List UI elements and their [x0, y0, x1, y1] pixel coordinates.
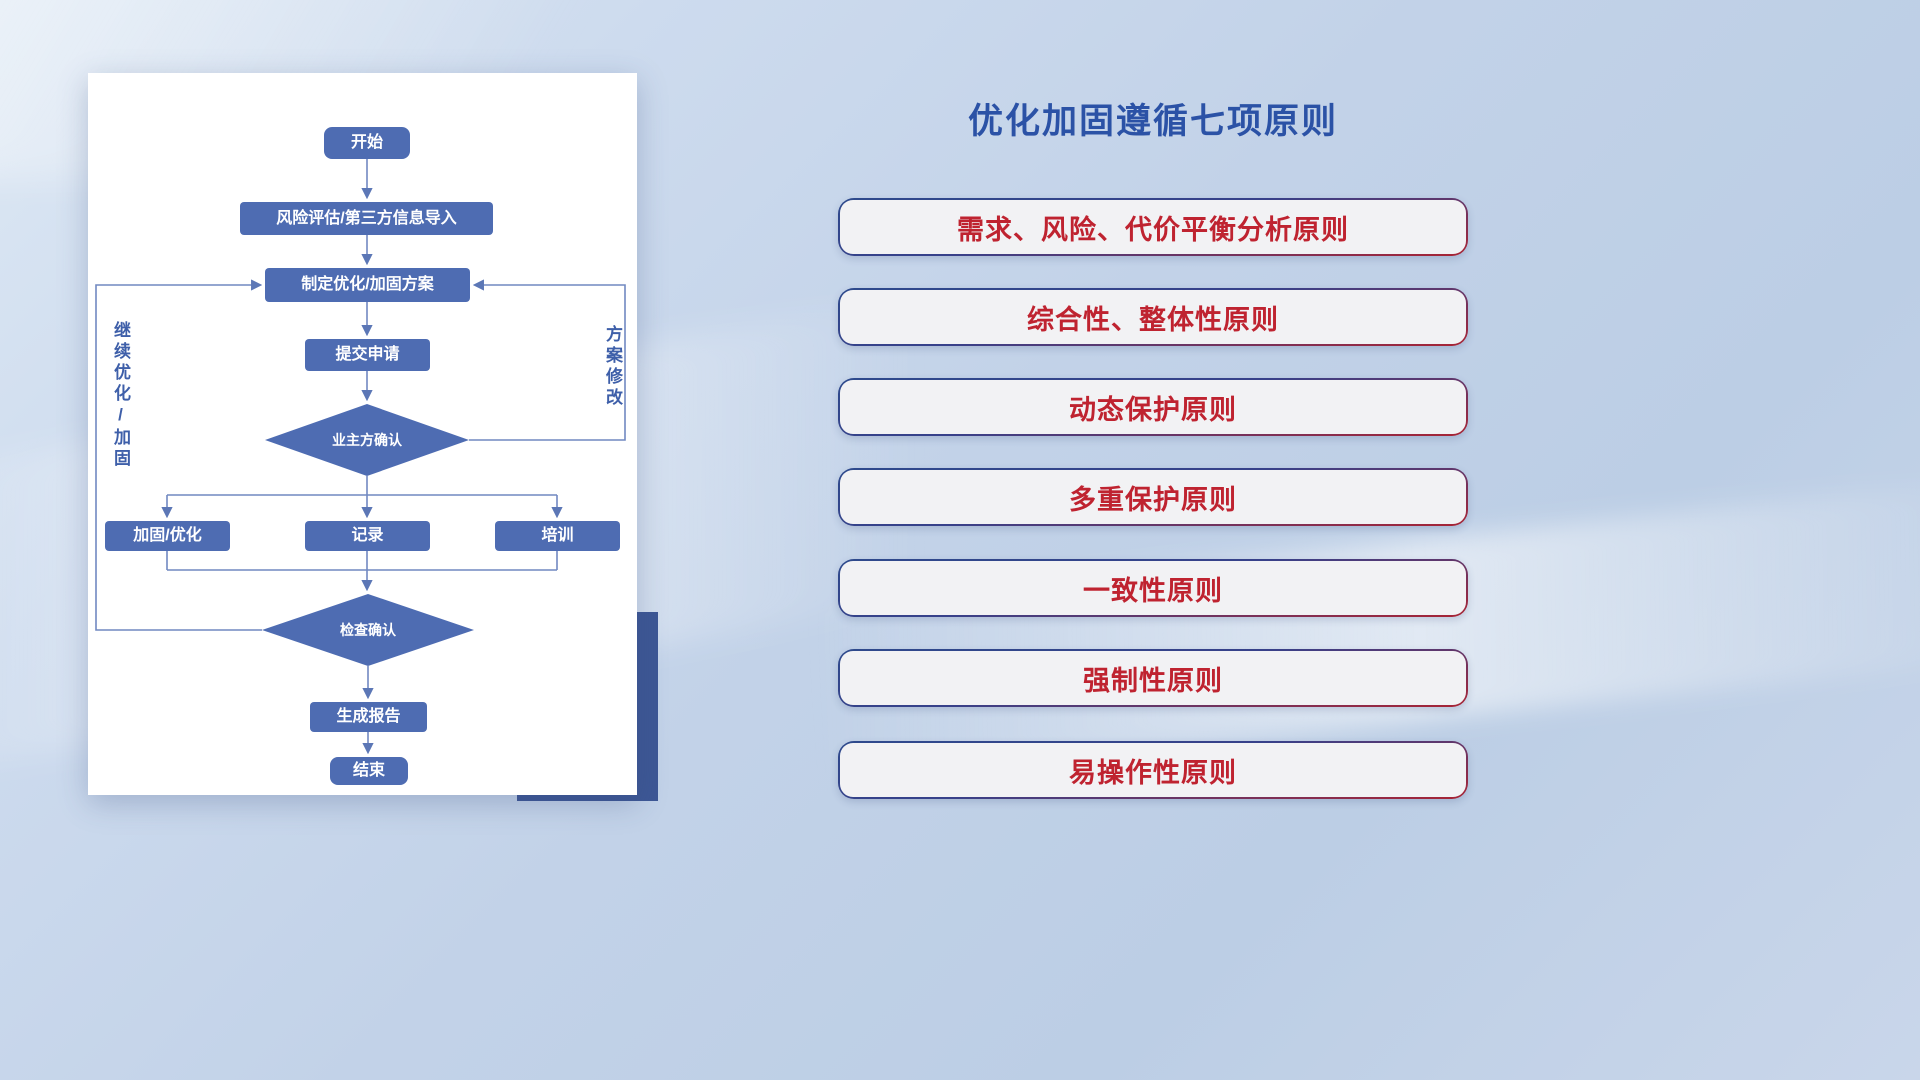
flowchart-node-make-plan: 制定优化/加固方案: [265, 268, 470, 302]
flowchart-card: 开始 风险评估/第三方信息导入 制定优化/加固方案 提交申请 业主方确认 加固/…: [88, 73, 637, 795]
flowchart-node-submit: 提交申请: [305, 339, 430, 371]
principle-label: 需求、风险、代价平衡分析原则: [957, 214, 1349, 245]
flowchart-label-revise-loop: 方案修改: [603, 325, 622, 409]
flowchart-label-continue-loop: 继续优化/加固: [111, 321, 130, 470]
principle-box-1: 需求、风险、代价平衡分析原则: [838, 198, 1468, 256]
flowchart-node-start: 开始: [324, 127, 410, 159]
flowchart-node-record: 记录: [305, 521, 430, 551]
principle-box-6: 强制性原则: [838, 649, 1468, 707]
principle-box-7: 易操作性原则: [838, 741, 1468, 799]
principle-label: 综合性、整体性原则: [1027, 304, 1279, 335]
principle-label: 强制性原则: [1083, 665, 1223, 696]
flowchart-node-report: 生成报告: [310, 702, 427, 732]
principle-box-3: 动态保护原则: [838, 378, 1468, 436]
flowchart-node-reinforce: 加固/优化: [105, 521, 230, 551]
principle-label: 易操作性原则: [1069, 757, 1237, 788]
principle-box-5: 一致性原则: [838, 559, 1468, 617]
principle-box-2: 综合性、整体性原则: [838, 288, 1468, 346]
principle-label: 动态保护原则: [1069, 394, 1237, 425]
flowchart-node-risk-import: 风险评估/第三方信息导入: [240, 202, 493, 235]
flowchart-node-end: 结束: [330, 757, 408, 785]
principle-label: 多重保护原则: [1069, 484, 1237, 515]
panel-title: 优化加固遵循七项原则: [967, 102, 1338, 141]
flowchart-node-training: 培训: [495, 521, 620, 551]
principle-box-4: 多重保护原则: [838, 468, 1468, 526]
principle-label: 一致性原则: [1083, 575, 1223, 606]
